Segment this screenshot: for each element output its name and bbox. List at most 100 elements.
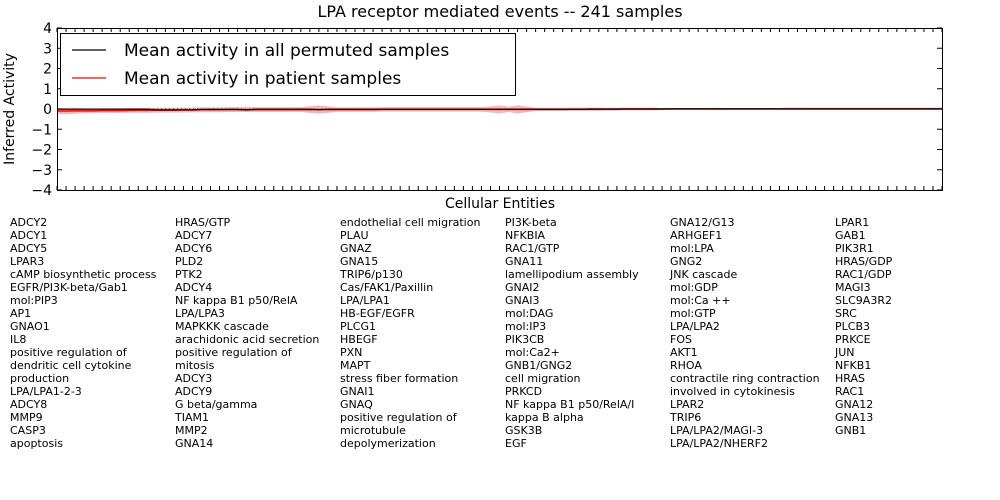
x-tick-label: PI3K-beta <box>505 216 557 229</box>
x-tick-label: PRKCD <box>505 385 543 398</box>
legend: Mean activity in all permuted samples Me… <box>60 33 516 96</box>
x-tick-label: PLD2 <box>175 255 204 268</box>
x-tick-label: NF kappa B1 p50/RelA <box>175 294 298 307</box>
x-tick-label: arachidonic acid secretion <box>175 333 320 346</box>
x-tick-label: ADCY2 <box>10 216 48 229</box>
y-tick-label: 2 <box>43 62 52 78</box>
y-tick-label: −3 <box>31 163 52 179</box>
x-tick-label: PLAU <box>340 229 369 242</box>
x-tick-label: TRIP6 <box>670 411 702 424</box>
x-tick-label: ADCY8 <box>10 398 48 411</box>
x-tick-label: NFKB1 <box>835 359 872 372</box>
x-tick-label: GNB1/GNG2 <box>505 359 573 372</box>
x-tick-label: ADCY3 <box>175 372 213 385</box>
chart: LPA receptor mediated events -- 241 samp… <box>2 2 943 212</box>
x-tick-label: mol:GDP <box>670 281 718 294</box>
x-tick-label: RAC1/GTP <box>505 242 560 255</box>
x-tick-label: LPAR3 <box>10 255 45 268</box>
x-tick-label: CASP3 <box>10 424 46 437</box>
x-tick-label: PTK2 <box>175 268 203 281</box>
x-tick-label: IL8 <box>10 333 27 346</box>
x-tick-label: LPA/LPA3 <box>175 307 225 320</box>
x-tick-label: EGF <box>505 437 527 450</box>
x-tick-label: stress fiber formation <box>340 372 459 385</box>
x-tick-label: NFKBIA <box>505 229 546 242</box>
x-tick-label: HBEGF <box>340 333 378 346</box>
x-tick-label: LPA/LPA2 <box>670 320 720 333</box>
series-0-line <box>57 108 942 111</box>
x-tick-label: mol:Ca2+ <box>505 346 560 359</box>
x-tick-label: HRAS/GDP <box>835 255 893 268</box>
x-tick-label: positive regulation of mitosis <box>175 346 292 372</box>
x-tick-label: cAMP biosynthetic process <box>10 268 157 281</box>
legend-box <box>60 33 516 96</box>
y-tick-label: 4 <box>43 21 52 37</box>
x-tick-label: GNG2 <box>670 255 703 268</box>
x-tick-label: LPA/LPA2/MAGI-3 <box>670 424 764 437</box>
x-tick-label: JUN <box>835 346 855 359</box>
x-tick-label: FOS <box>670 333 692 346</box>
x-tick-label: TIAM1 <box>175 411 209 424</box>
x-tick-label: GNA11 <box>505 255 544 268</box>
x-tick-label: TRIP6/p130 Cas/FAK1/Paxillin <box>340 268 434 294</box>
x-tick-label: G beta/gamma <box>175 398 258 411</box>
x-tick-label: JNK cascade <box>670 268 738 281</box>
x-tick-label: RHOA <box>670 359 702 372</box>
x-tick-label: MAPKKK cascade <box>175 320 269 333</box>
y-tick-label: 3 <box>43 41 52 57</box>
x-tick-label: AP1 <box>10 307 32 320</box>
x-tick-label: LPAR2 <box>670 398 705 411</box>
x-tick-label: GNAI3 <box>505 294 540 307</box>
x-tick-label: MMP9 <box>10 411 43 424</box>
x-tick-label: mol:PIP3 <box>10 294 58 307</box>
x-tick-label: HB-EGF/EGFR <box>340 307 415 320</box>
legend-label-permuted: Mean activity in all permuted samples <box>124 41 449 61</box>
x-tick-label: EGFR/PI3K-beta/Gab1 <box>10 281 128 294</box>
x-tick-label: GNAZ <box>340 242 372 255</box>
series-lines <box>57 107 942 112</box>
x-tick-label: positive regulation of dendritic cell cy… <box>10 346 132 385</box>
x-tick-label: apoptosis <box>10 437 63 450</box>
x-tick-label: ADCY9 <box>175 385 213 398</box>
x-tick-label: GSK3B <box>505 424 543 437</box>
legend-label-patient: Mean activity in patient samples <box>124 69 401 89</box>
y-tick-label: −4 <box>31 183 52 199</box>
x-tick-label: MMP2 <box>175 424 208 437</box>
x-tick-label: mol:DAG <box>505 307 554 320</box>
x-tick-label: ADCY6 <box>175 242 213 255</box>
x-tick-label: MAPT <box>340 359 371 372</box>
x-tick-label: mol:LPA <box>670 242 714 255</box>
x-tick-label: GNAO1 <box>10 320 50 333</box>
x-tick-label: mol:Ca ++ <box>670 294 731 307</box>
x-tick-label: positive regulation of microtubule depol… <box>340 411 457 450</box>
x-tick-label: LPAR1 <box>835 216 870 229</box>
x-tick-label: GNA13 <box>835 411 874 424</box>
x-tick-label: PLCB3 <box>835 320 870 333</box>
x-tick-label: NF kappa B1 p50/RelA/I kappa B alpha <box>505 398 635 424</box>
x-tick-label: PIK3CB <box>505 333 545 346</box>
x-tick-label: contractile ring contraction involved in… <box>670 372 820 398</box>
x-tick-label: GNA14 <box>175 437 214 450</box>
x-tick-label: AKT1 <box>670 346 698 359</box>
x-tick-label: GNB1 <box>835 424 867 437</box>
x-tick-label: ADCY4 <box>175 281 213 294</box>
y-tick-label: −2 <box>31 143 52 159</box>
x-tick-label: GNA15 <box>340 255 379 268</box>
x-tick-label: GNAI2 <box>505 281 540 294</box>
x-tick-label: PRKCE <box>835 333 871 346</box>
x-axis-label: Cellular Entities <box>445 196 555 212</box>
x-tick-label: PIK3R1 <box>835 242 874 255</box>
x-tick-label: ARHGEF1 <box>670 229 723 242</box>
x-tick-label: ADCY5 <box>10 242 48 255</box>
x-tick-label: SRC <box>835 307 857 320</box>
x-tick-label: HRAS <box>835 372 865 385</box>
x-tick-label: GNA12 <box>835 398 874 411</box>
x-tick-label: LPA/LPA2/NHERF2 <box>670 437 768 450</box>
x-tick-label: cell migration <box>505 372 581 385</box>
x-tick-label: ADCY7 <box>175 229 213 242</box>
x-tick-label: ADCY1 <box>10 229 48 242</box>
x-tick-label: PXN <box>340 346 363 359</box>
y-tick-label: −1 <box>31 122 52 138</box>
